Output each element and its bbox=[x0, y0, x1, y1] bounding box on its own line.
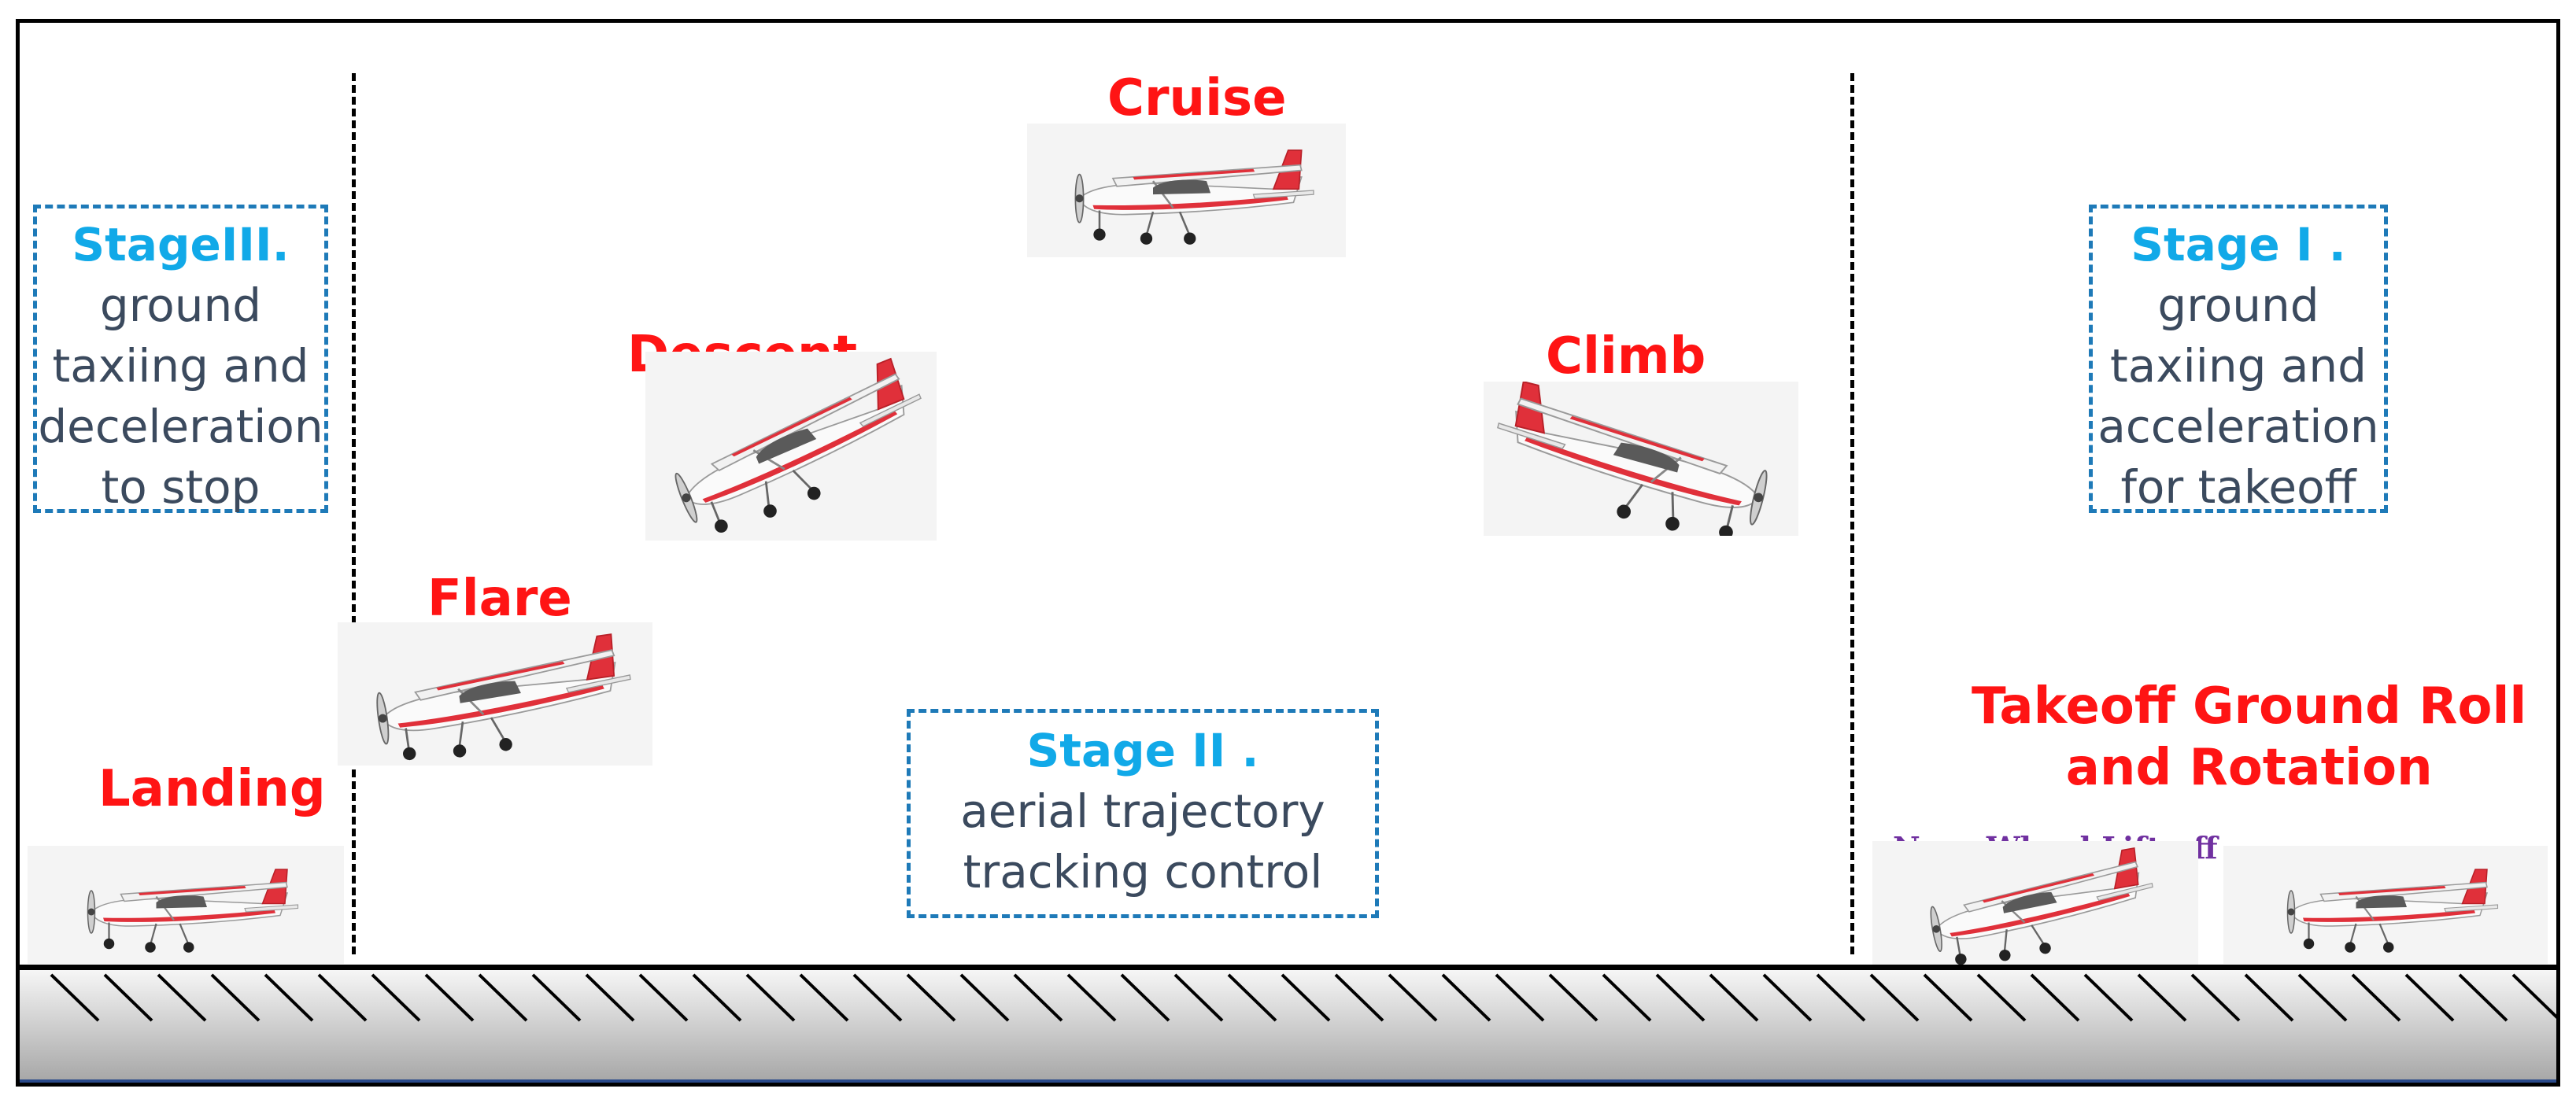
hatch-line bbox=[1548, 973, 1598, 1022]
hatch-line bbox=[1066, 973, 1117, 1022]
hatch-line bbox=[2404, 973, 2455, 1022]
ground-hatch bbox=[20, 965, 2556, 1083]
stage2-description: aerial trajectory tracking control bbox=[960, 784, 1325, 899]
right-phase-divider bbox=[1850, 73, 1854, 954]
takeoff-label-line2: and Rotation bbox=[2065, 739, 2433, 797]
cruise-label: Cruise bbox=[1107, 69, 1287, 127]
hatch-line bbox=[959, 973, 1010, 1022]
hatch-line bbox=[103, 973, 153, 1022]
hatch-line bbox=[2297, 973, 2348, 1022]
hatch-line bbox=[1334, 973, 1384, 1022]
hatch-line bbox=[692, 973, 742, 1022]
hatch-line bbox=[585, 973, 635, 1022]
hatch-line bbox=[906, 973, 956, 1022]
diagram-frame: StageIII. ground taxiing and deceleratio… bbox=[16, 19, 2560, 1087]
takeoff-label: Takeoff Ground Roll and Rotation bbox=[1972, 676, 2526, 799]
left-phase-divider bbox=[352, 73, 356, 954]
nose-wheel-liftoff-aircraft-icon bbox=[1872, 841, 2198, 967]
hatch-line bbox=[1227, 973, 1277, 1022]
hatch-line bbox=[264, 973, 314, 1022]
ground-roll-aircraft-icon bbox=[2223, 846, 2548, 964]
stage2-box: Stage II . aerial trajectory tracking co… bbox=[907, 709, 1379, 918]
hatch-line bbox=[1869, 973, 1920, 1022]
hatch-line bbox=[1013, 973, 1063, 1022]
takeoff-label-line1: Takeoff Ground Roll bbox=[1972, 677, 2527, 736]
hatch-line bbox=[371, 973, 421, 1022]
hatch-line bbox=[2083, 973, 2134, 1022]
hatch-line bbox=[745, 973, 796, 1022]
hatch-line bbox=[638, 973, 689, 1022]
hatch-line bbox=[50, 973, 100, 1022]
hatch-line bbox=[1923, 973, 1973, 1022]
hatch-line bbox=[1281, 973, 1331, 1022]
climb-aircraft-icon bbox=[1484, 382, 1798, 536]
hatch-line bbox=[1388, 973, 1438, 1022]
hatch-line bbox=[531, 973, 582, 1022]
hatch-line bbox=[2137, 973, 2187, 1022]
hatch-line bbox=[1816, 973, 1866, 1022]
stage1-box: Stage I . ground taxiing and acceleratio… bbox=[2089, 205, 2388, 514]
hatch-line bbox=[2458, 973, 2508, 1022]
hatch-line bbox=[1976, 973, 2027, 1022]
landing-label: Landing bbox=[98, 760, 326, 818]
stage1-title: Stage I . bbox=[2131, 218, 2346, 271]
flare-label: Flare bbox=[427, 570, 572, 628]
hatch-line bbox=[1441, 973, 1491, 1022]
stage3-description: ground taxiing and deceleration to stop bbox=[38, 279, 323, 514]
hatch-line bbox=[1762, 973, 1813, 1022]
hatch-line bbox=[2244, 973, 2294, 1022]
hatch-line bbox=[1495, 973, 1545, 1022]
climb-label: Climb bbox=[1546, 327, 1706, 386]
stage3-title: StageIII. bbox=[72, 218, 290, 271]
hatch-line bbox=[1602, 973, 1652, 1022]
descent-aircraft-icon bbox=[645, 352, 937, 541]
hatch-line bbox=[2190, 973, 2241, 1022]
flare-aircraft-icon bbox=[338, 622, 652, 766]
hatch-line bbox=[424, 973, 475, 1022]
hatch-line bbox=[317, 973, 368, 1022]
cruise-aircraft-icon bbox=[1027, 124, 1346, 257]
hatch-line bbox=[478, 973, 528, 1022]
hatch-line bbox=[157, 973, 207, 1022]
hatch-line bbox=[2030, 973, 2080, 1022]
hatch-line bbox=[852, 973, 903, 1022]
hatch-line bbox=[1655, 973, 1706, 1022]
hatch-line bbox=[1173, 973, 1224, 1022]
landing-aircraft-icon bbox=[28, 846, 344, 964]
hatch-line bbox=[1120, 973, 1170, 1022]
stage2-title: Stage II . bbox=[1026, 724, 1259, 777]
hatch-line bbox=[1709, 973, 1759, 1022]
hatch-line bbox=[210, 973, 261, 1022]
stage3-box: StageIII. ground taxiing and deceleratio… bbox=[33, 205, 328, 514]
hatch-line bbox=[2511, 973, 2556, 1020]
hatch-line bbox=[2351, 973, 2401, 1022]
hatch-line bbox=[799, 973, 849, 1022]
stage1-description: ground taxiing and acceleration for take… bbox=[2097, 279, 2379, 514]
